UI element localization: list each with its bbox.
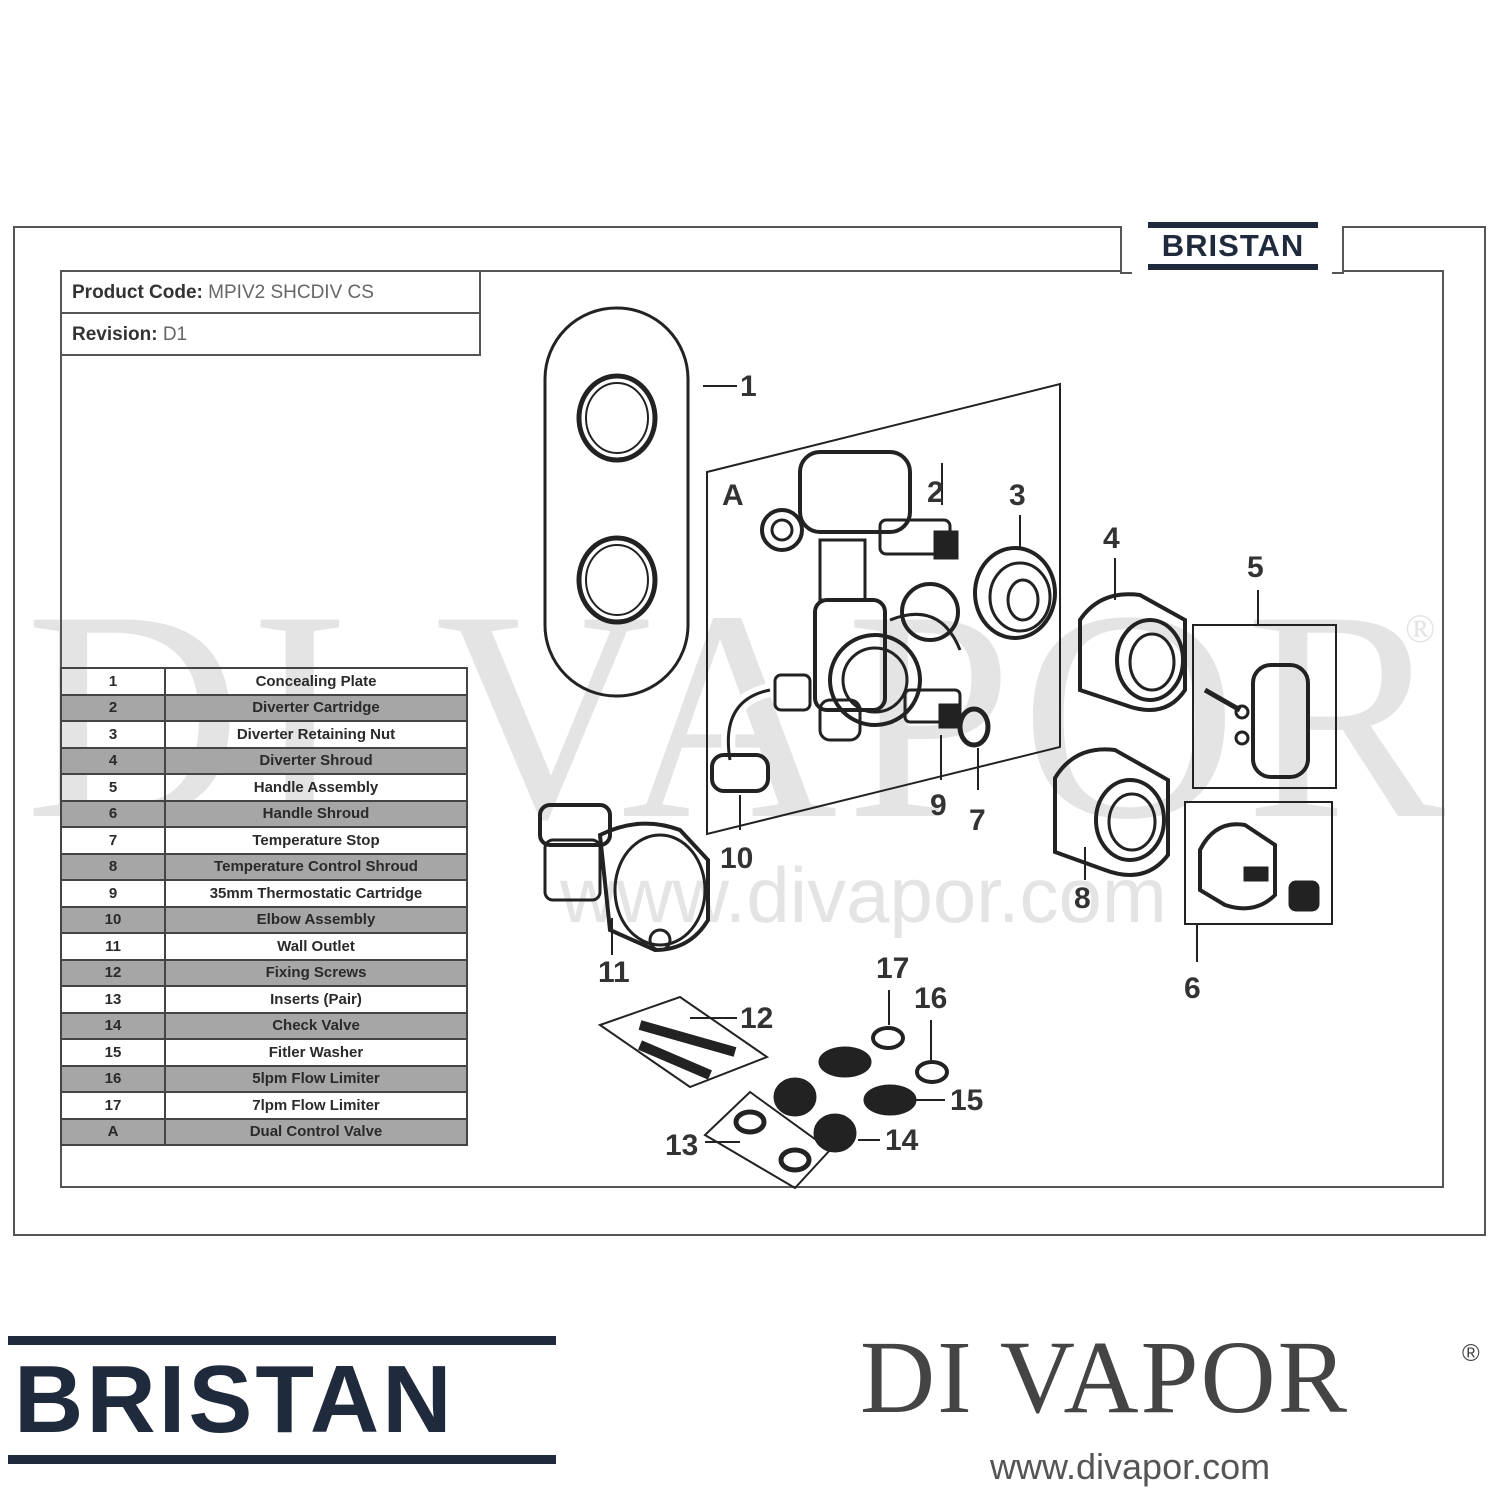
callout-2: 2 xyxy=(927,476,944,509)
fixing-screws-drawing xyxy=(597,995,770,1089)
footer-website-url: www.divapor.com xyxy=(990,1446,1271,1487)
revision-value: D1 xyxy=(162,324,188,345)
filter-washer-drawing xyxy=(818,1046,945,1116)
diverter-shroud-drawing xyxy=(1078,558,1187,712)
callout-13: 13 xyxy=(665,1129,698,1162)
callout-1: 1 xyxy=(740,370,757,403)
watermark-url: www.divapor.com xyxy=(560,851,1167,939)
header-brand-logo: BRISTAN xyxy=(1148,222,1318,270)
check-valve-drawing xyxy=(773,1077,880,1153)
logo-frame-right xyxy=(1332,226,1344,274)
callout-15: 15 xyxy=(950,1084,983,1117)
flow-limiter-drawing xyxy=(871,990,949,1084)
part-name: Diverter Retaining Nut xyxy=(164,720,468,749)
part-name: 5lpm Flow Limiter xyxy=(164,1064,468,1093)
part-number: 17 xyxy=(60,1091,166,1120)
part-name: Check Valve xyxy=(164,1011,468,1040)
part-name: Handle Shroud xyxy=(164,799,468,828)
part-number: 12 xyxy=(60,958,166,987)
callout-7: 7 xyxy=(969,804,986,837)
footer-divapor-logo: DI VAPOR xyxy=(860,1320,1349,1435)
part-name: Elbow Assembly xyxy=(164,905,468,934)
callout-8: 8 xyxy=(1074,882,1091,915)
part-number: 9 xyxy=(60,879,166,908)
callout-14: 14 xyxy=(885,1124,919,1157)
callout-12: 12 xyxy=(740,1002,773,1035)
part-name: 35mm Thermostatic Cartridge xyxy=(164,879,468,908)
part-number: 3 xyxy=(60,720,166,749)
callout-5: 5 xyxy=(1247,551,1264,584)
dual-control-valve-drawing xyxy=(706,382,1061,836)
callout-16: 16 xyxy=(914,982,947,1015)
callout-11: 11 xyxy=(598,956,630,989)
logo-frame-left xyxy=(1120,226,1132,274)
callout-A: A xyxy=(722,479,744,512)
part-number: 4 xyxy=(60,746,166,775)
part-number: 6 xyxy=(60,799,166,828)
product-code-row: Product Code: MPIV2 SHCDIV CS xyxy=(62,272,479,314)
part-number: 5 xyxy=(60,773,166,802)
part-number: 10 xyxy=(60,905,166,934)
callout-4: 4 xyxy=(1103,522,1120,555)
callout-9: 9 xyxy=(930,789,947,822)
callout-6: 6 xyxy=(1184,972,1201,1005)
drawing-sheet-frame xyxy=(13,226,1486,1236)
callout-17: 17 xyxy=(876,952,909,985)
part-number: A xyxy=(60,1117,166,1146)
footer-bristan-logo: BRISTAN xyxy=(8,1336,556,1464)
product-code-label: Product Code: xyxy=(72,282,203,303)
wall-outlet-drawing xyxy=(538,803,710,955)
diverter-retaining-nut-drawing xyxy=(973,515,1057,640)
part-name: Concealing Plate xyxy=(164,667,468,696)
product-info-box: Product Code: MPIV2 SHCDIV CS Revision: … xyxy=(60,270,481,356)
part-name: Dual Control Valve xyxy=(164,1117,468,1146)
concealing-plate-drawing xyxy=(543,306,737,698)
callout-10: 10 xyxy=(720,842,753,875)
handle-assembly-drawing xyxy=(1192,590,1337,789)
part-name: Fixing Screws xyxy=(164,958,468,987)
handle-shroud-drawing xyxy=(1184,801,1333,962)
part-number: 8 xyxy=(60,852,166,881)
callout-3: 3 xyxy=(1009,479,1026,512)
part-number: 2 xyxy=(60,693,166,722)
part-number: 16 xyxy=(60,1064,166,1093)
temperature-control-shroud-drawing xyxy=(1053,747,1170,880)
product-code-value: MPIV2 SHCDIV CS xyxy=(208,282,374,303)
watermark-registered-mark: ® xyxy=(1405,606,1436,651)
footer-registered-mark: ® xyxy=(1462,1340,1480,1367)
revision-row: Revision: D1 xyxy=(62,314,479,356)
part-name: Diverter Cartridge xyxy=(164,693,468,722)
revision-label: Revision: xyxy=(72,324,158,345)
